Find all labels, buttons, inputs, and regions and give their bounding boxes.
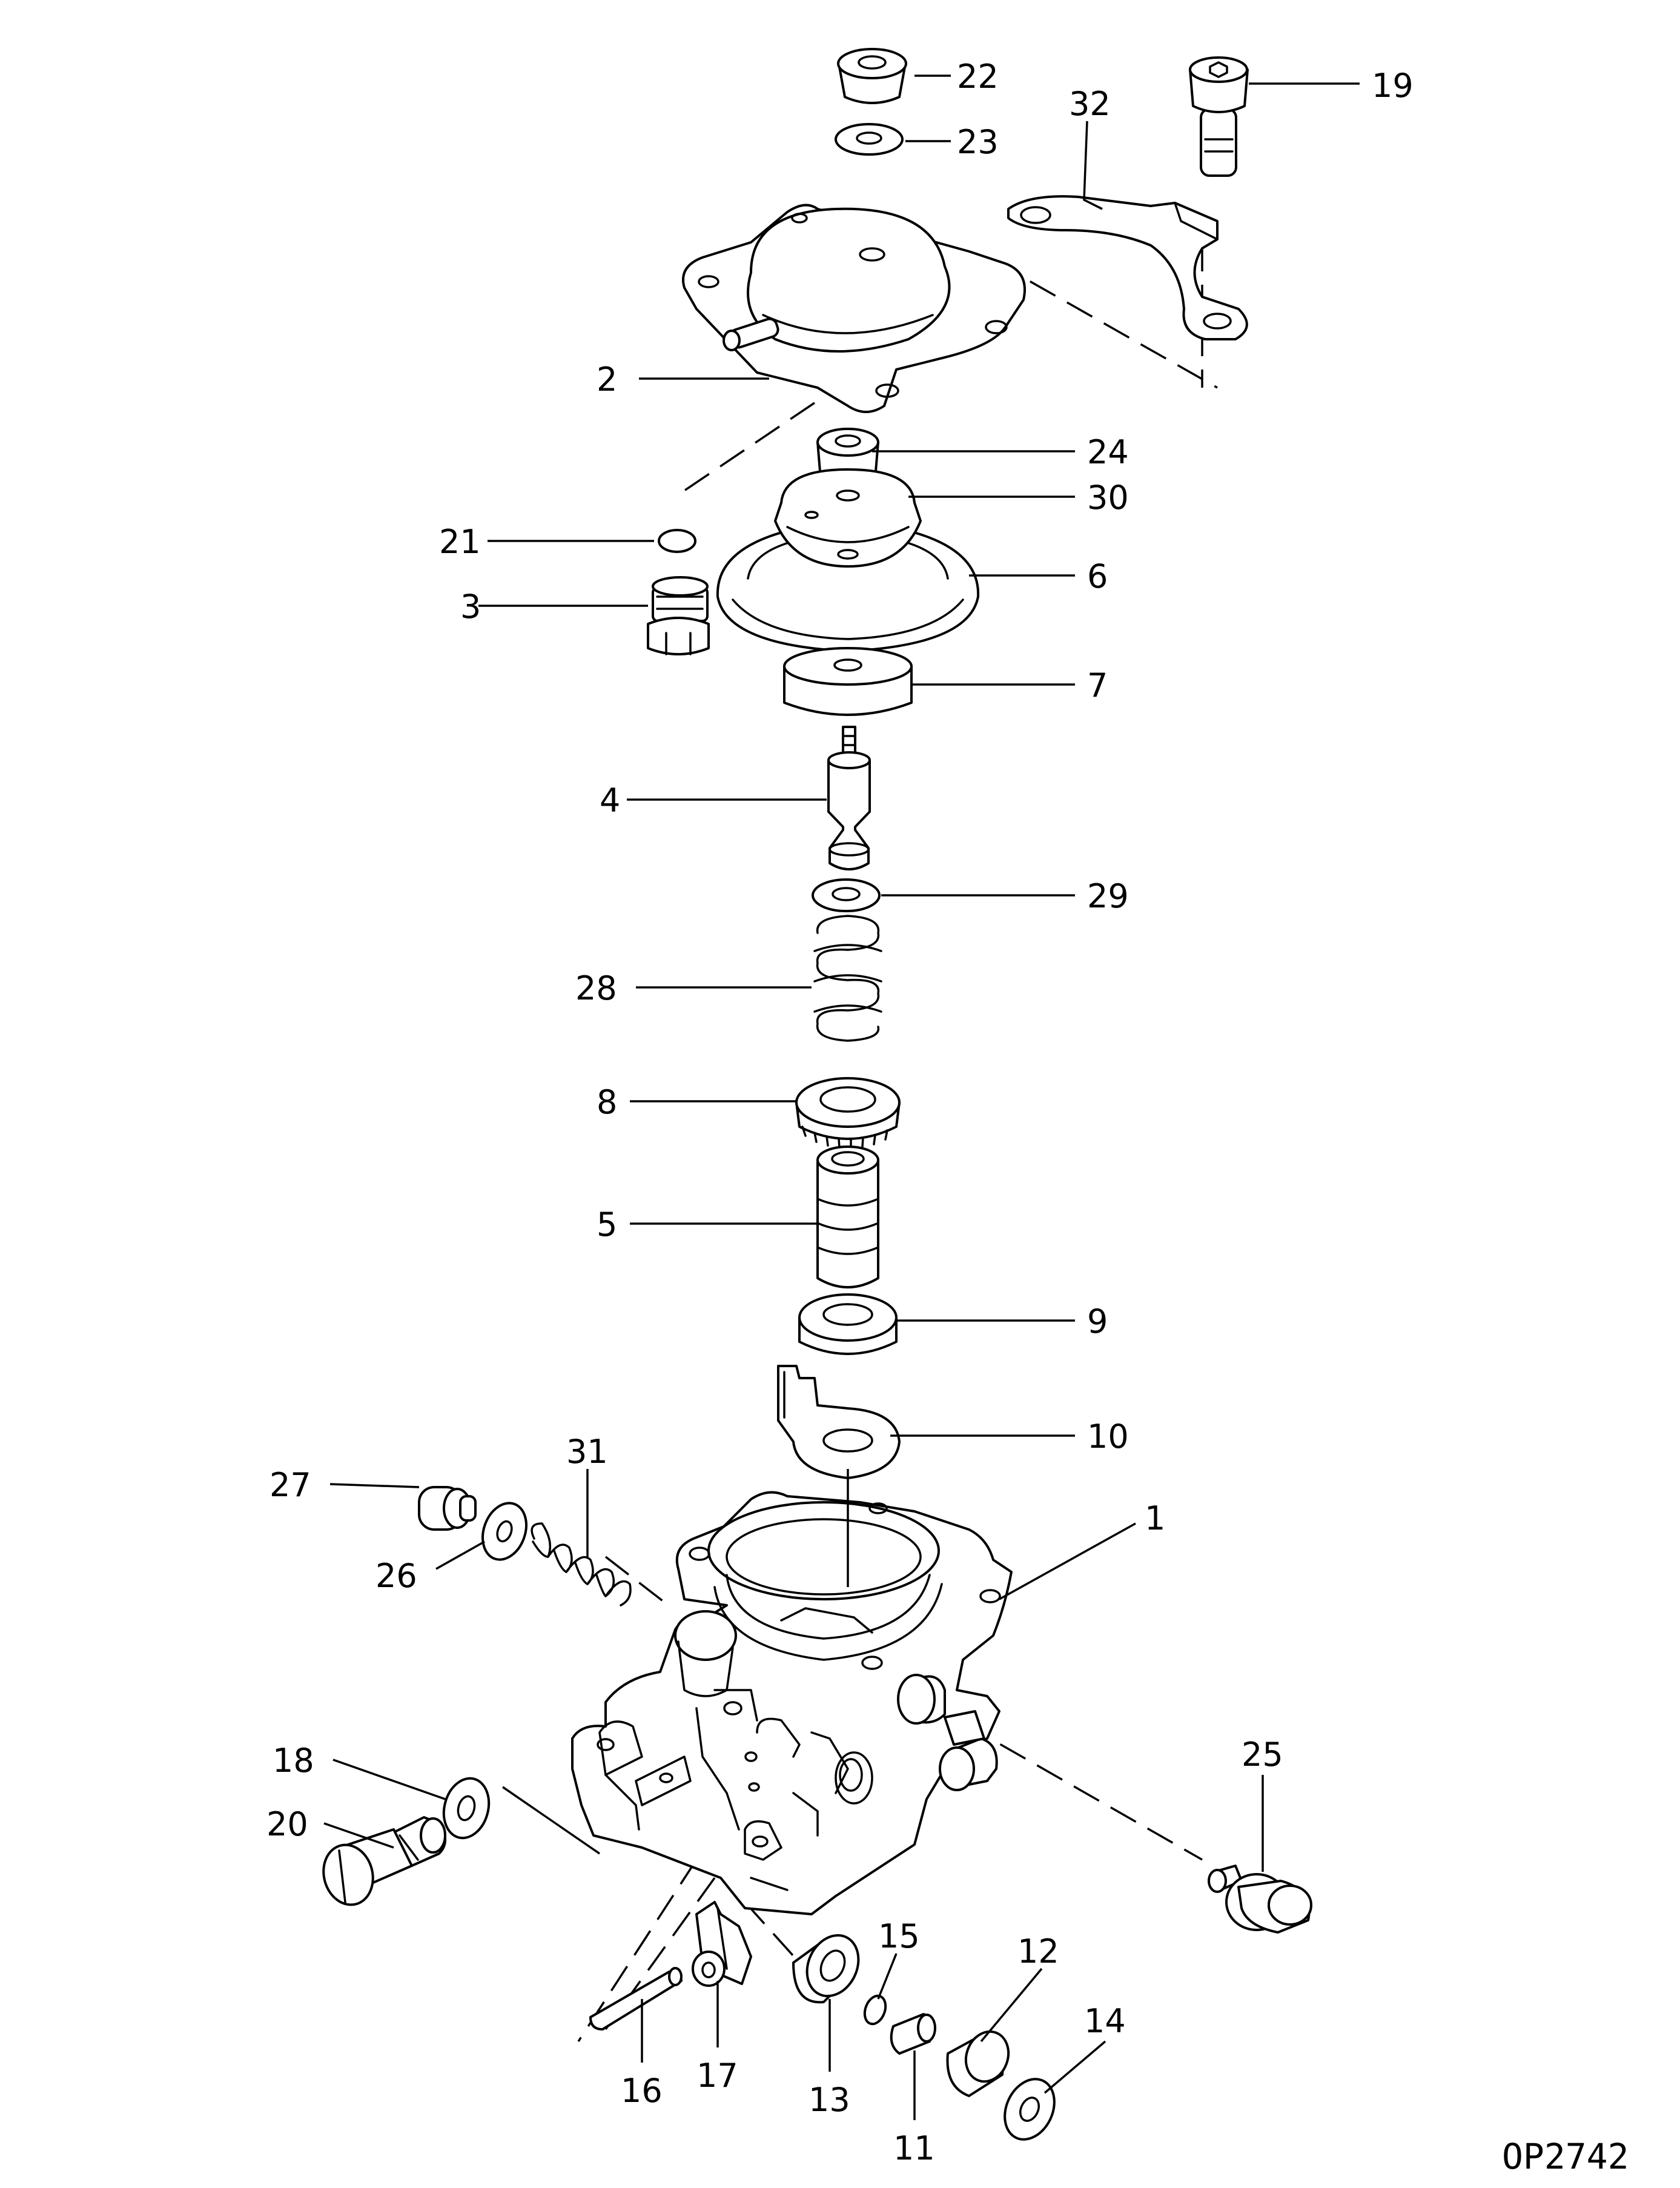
part-17-lever[interactable] — [692, 1901, 752, 1987]
label-26: 26 — [375, 1557, 417, 1595]
label-12: 12 — [1017, 1932, 1059, 1971]
part-22-nut[interactable] — [837, 48, 907, 104]
label-13: 13 — [809, 2081, 850, 2119]
part-26-washer[interactable] — [475, 1497, 534, 1565]
part-14-washer[interactable] — [996, 2071, 1064, 2147]
diagram-code: OP2742 — [1502, 2136, 1629, 2177]
label-7: 7 — [1087, 666, 1108, 704]
part-10-lever[interactable] — [777, 1365, 901, 1479]
part-4-valve-stem[interactable] — [827, 726, 871, 870]
label-9: 9 — [1087, 1302, 1108, 1341]
part-16-pin[interactable] — [589, 1967, 683, 2031]
part-32-bracket[interactable] — [1007, 195, 1248, 340]
label-10: 10 — [1087, 1417, 1129, 1456]
label-24: 24 — [1087, 433, 1129, 471]
label-8: 8 — [597, 1083, 617, 1121]
label-27: 27 — [270, 1466, 311, 1504]
part-5-sleeve[interactable] — [816, 1145, 879, 1288]
label-30: 30 — [1087, 479, 1129, 517]
part-15-o-ring[interactable] — [861, 1993, 889, 2027]
part-6-diaphragm[interactable] — [716, 520, 980, 652]
label-11: 11 — [893, 2129, 935, 2167]
part-3-plug[interactable] — [647, 576, 710, 655]
part-labels: 22 23 19 32 2 24 30 21 3 6 7 4 29 28 8 5… — [266, 58, 1414, 2167]
label-1: 1 — [1145, 1499, 1165, 1537]
part-18-washer[interactable] — [437, 1773, 495, 1843]
label-16: 16 — [621, 2072, 663, 2110]
label-17: 17 — [696, 2057, 738, 2095]
part-21-o-ring[interactable] — [658, 529, 696, 553]
part-23-washer[interactable] — [835, 123, 904, 156]
part-19-cap-screw[interactable] — [1189, 56, 1249, 177]
label-20: 20 — [266, 1805, 308, 1843]
part-31-spring[interactable] — [531, 1522, 632, 1606]
label-2: 2 — [597, 360, 617, 399]
label-3: 3 — [460, 588, 481, 626]
part-9-ring[interactable] — [798, 1293, 898, 1355]
part-1-housing[interactable] — [571, 1491, 1013, 1915]
part-11-pin[interactable] — [890, 2013, 936, 2055]
label-22: 22 — [957, 58, 999, 96]
label-21: 21 — [439, 523, 481, 561]
part-7-spacer[interactable] — [783, 647, 913, 716]
part-27-plug[interactable] — [418, 1486, 477, 1531]
label-25: 25 — [1242, 1735, 1283, 1774]
part-20-bolt[interactable] — [317, 1816, 446, 1911]
label-19: 19 — [1372, 67, 1414, 105]
label-5: 5 — [597, 1205, 617, 1244]
label-23: 23 — [957, 123, 999, 161]
part-25-flanged-bolt[interactable] — [1208, 1865, 1312, 1934]
part-12-cap[interactable] — [946, 2026, 1015, 2097]
label-4: 4 — [600, 781, 620, 820]
part-8-adjusting-nut[interactable] — [795, 1077, 901, 1149]
part-28-spring[interactable] — [813, 915, 882, 1042]
part-29-washer[interactable] — [812, 878, 881, 912]
label-15: 15 — [878, 1917, 920, 1955]
label-14: 14 — [1084, 2002, 1126, 2040]
label-31: 31 — [566, 1433, 608, 1471]
part-30-diaphragm-plate[interactable] — [774, 468, 922, 568]
part-2-cover[interactable] — [682, 204, 1026, 413]
label-32: 32 — [1069, 85, 1111, 123]
label-6: 6 — [1087, 557, 1108, 595]
leader-lines — [323, 75, 1360, 2120]
label-29: 29 — [1087, 877, 1129, 915]
part-13-bushing[interactable] — [792, 1927, 868, 2004]
label-18: 18 — [273, 1742, 314, 1780]
label-28: 28 — [575, 969, 617, 1007]
